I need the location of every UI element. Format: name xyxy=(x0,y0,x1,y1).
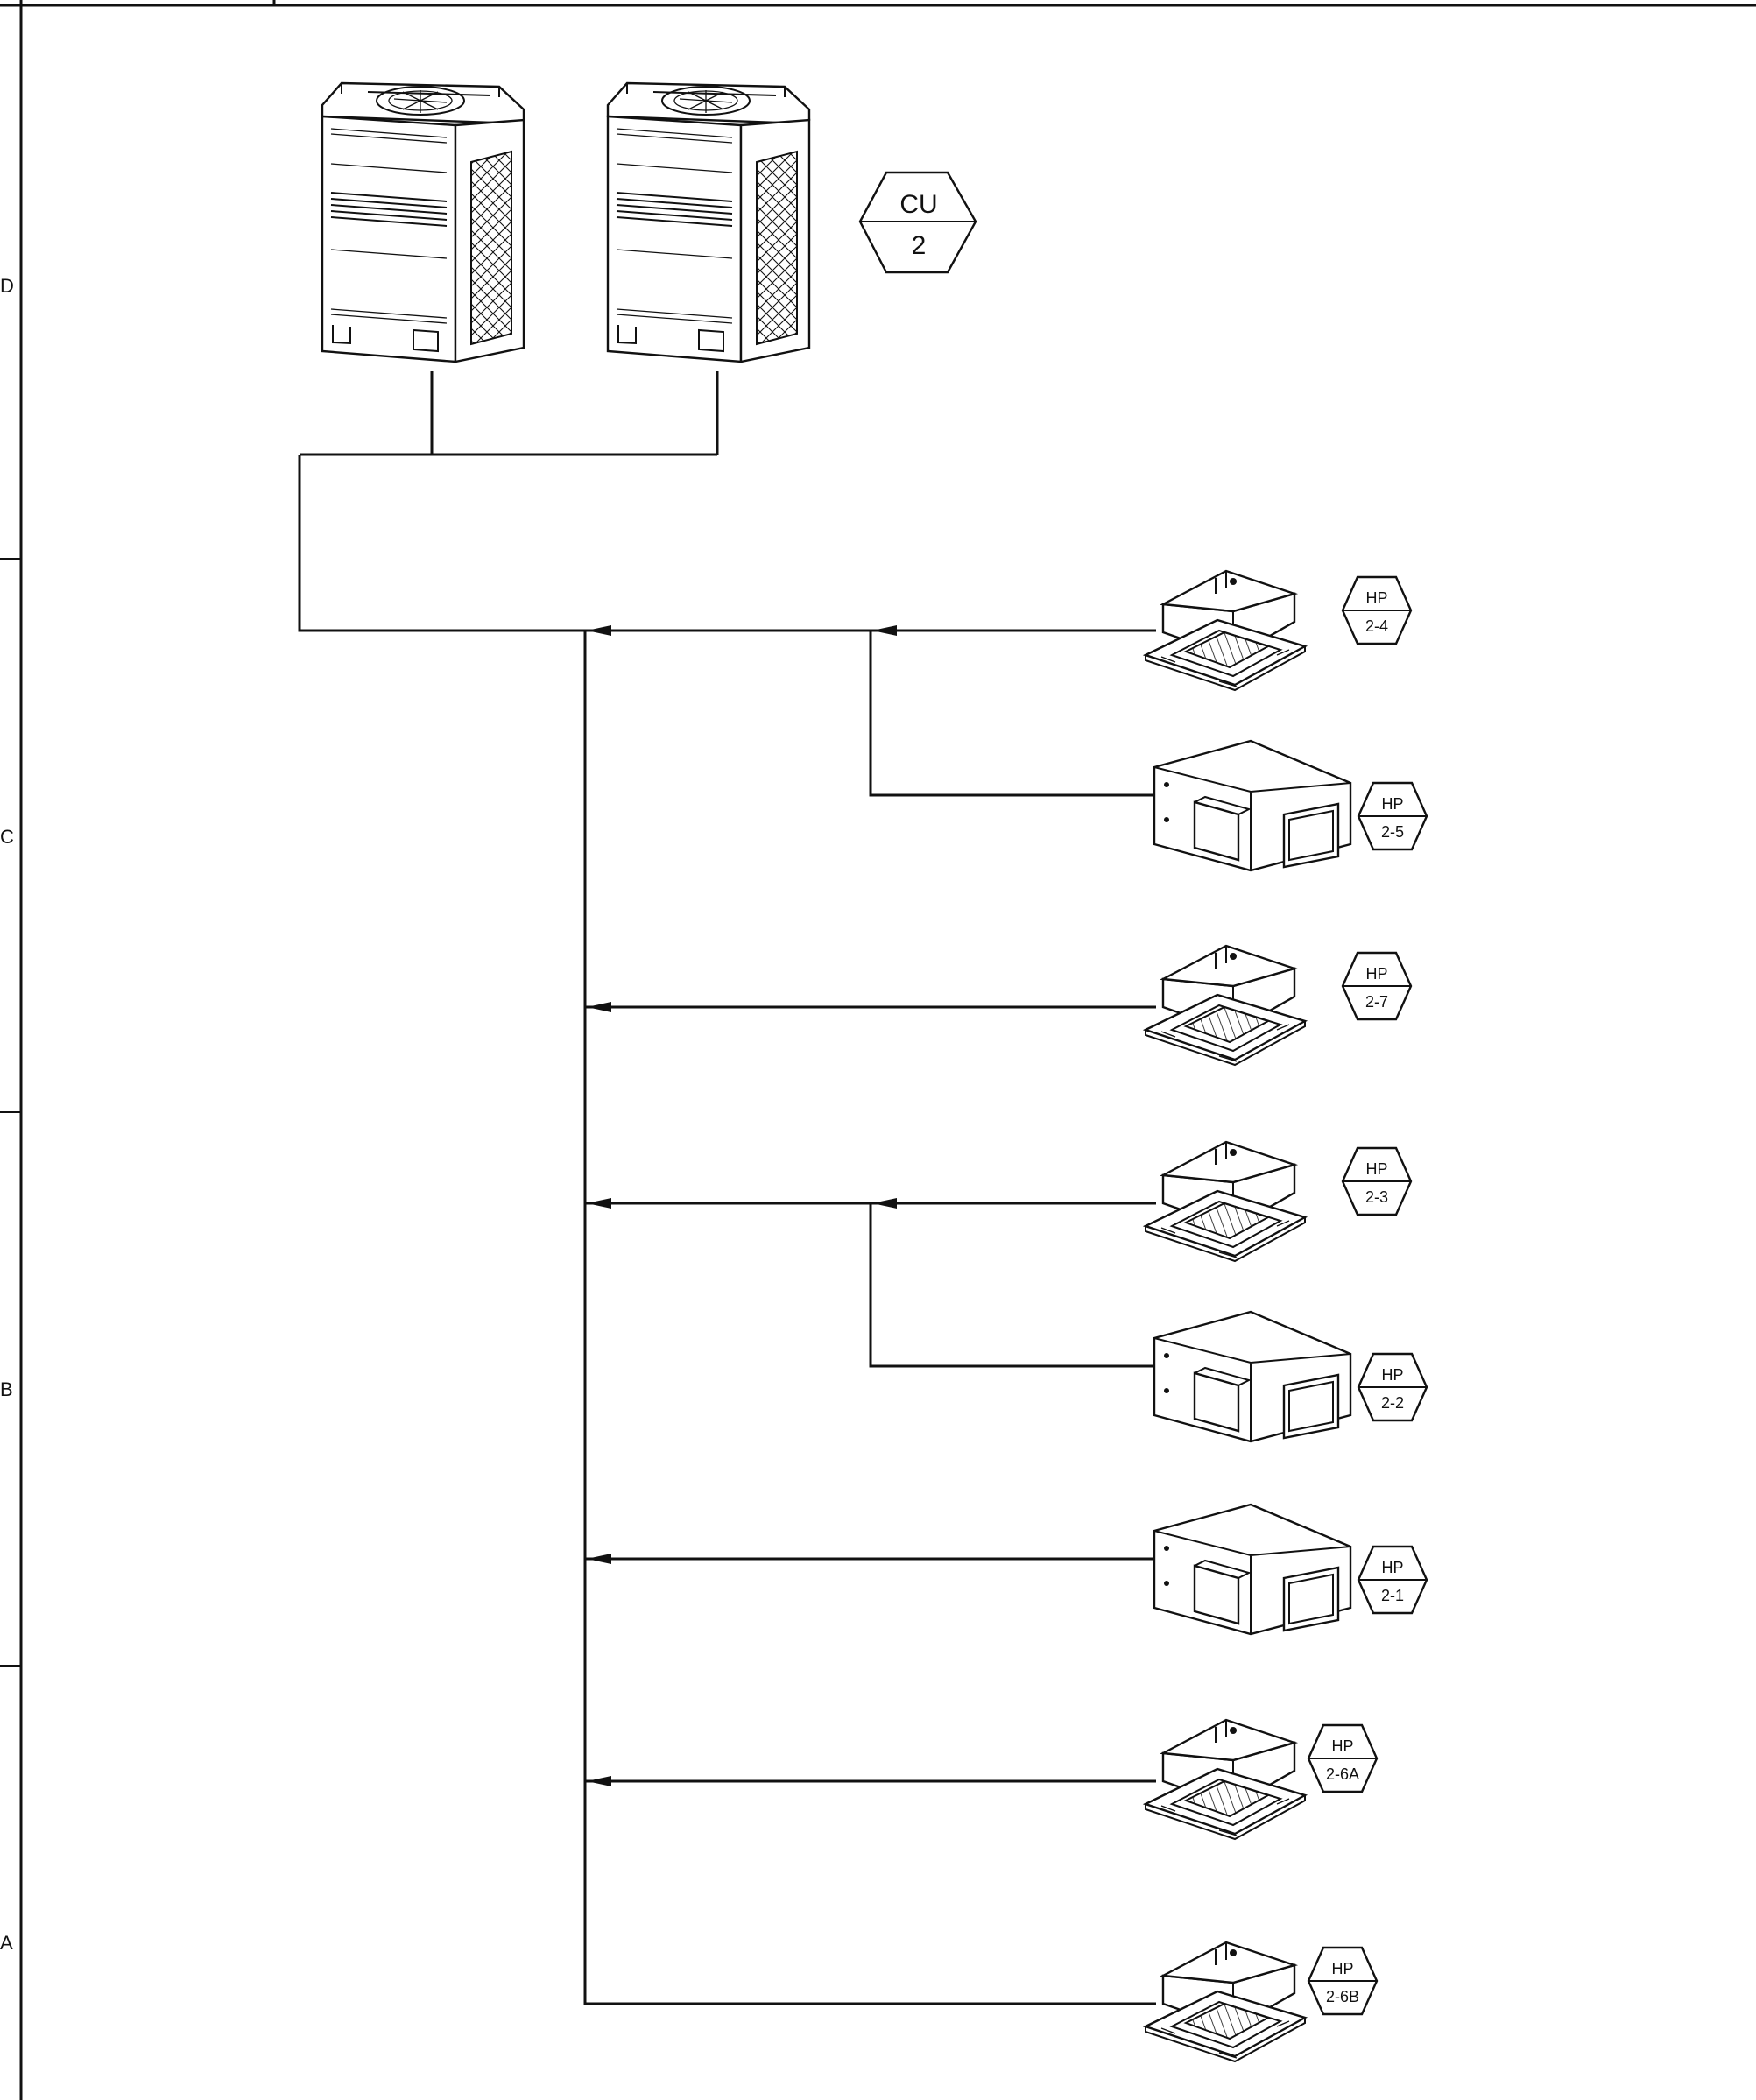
unit-tag-number: 2-6A xyxy=(1326,1765,1359,1783)
unit-tag-label: HP xyxy=(1331,1960,1353,1977)
unit-tag: HP 2-4 xyxy=(1341,575,1413,645)
unit-tag: HP 2-6B xyxy=(1307,1946,1379,2016)
flow-arrow-icon xyxy=(872,625,897,636)
cassette-unit-icon xyxy=(1144,569,1307,692)
zone-marker: D xyxy=(0,275,14,297)
zone-marker: A xyxy=(0,1932,13,1954)
unit-tag-label: HP xyxy=(1365,589,1387,607)
ducted-unit-icon xyxy=(1153,1310,1352,1443)
condensing-unit-icon xyxy=(606,81,811,363)
zone-marker: B xyxy=(0,1378,13,1400)
unit-tag-label: HP xyxy=(1381,1559,1403,1576)
unit-tag-number: 2-6B xyxy=(1326,1988,1359,2005)
cassette-unit-icon xyxy=(1144,1941,1307,2063)
cassette-unit-icon xyxy=(1144,1718,1307,1841)
flow-arrows xyxy=(587,625,897,1786)
flow-arrow-icon xyxy=(587,1554,611,1564)
unit-tag: HP 2-2 xyxy=(1357,1352,1428,1422)
unit-tag: HP 2-1 xyxy=(1357,1545,1428,1615)
flow-arrow-icon xyxy=(872,1198,897,1209)
condensing-units xyxy=(321,81,811,363)
flow-arrow-icon xyxy=(587,625,611,636)
flow-arrow-icon xyxy=(587,1776,611,1786)
unit-tag-label: HP xyxy=(1331,1737,1353,1755)
indoor-units xyxy=(1144,569,1352,2063)
condensing-unit-tag: CU 2 xyxy=(858,171,977,274)
unit-tag-label: HP xyxy=(1381,795,1403,813)
condensing-unit-icon xyxy=(321,81,525,363)
unit-tag-number: 2-2 xyxy=(1381,1394,1404,1412)
cu-tag-label: CU xyxy=(899,190,937,219)
zone-marker: C xyxy=(0,826,14,848)
zone-markers: D C B A xyxy=(0,275,14,1954)
unit-tag-number: 2-4 xyxy=(1365,617,1388,635)
unit-tag-number: 2-1 xyxy=(1381,1587,1404,1604)
unit-tag: HP 2-5 xyxy=(1357,781,1428,851)
unit-tag: HP 2-6A xyxy=(1307,1723,1379,1793)
flow-arrow-icon xyxy=(587,1002,611,1012)
ducted-unit-icon xyxy=(1153,1503,1352,1636)
refrigerant-piping xyxy=(298,371,1156,2005)
unit-tag: HP 2-3 xyxy=(1341,1146,1413,1216)
unit-tags: HP 2-4 HP 2-5 HP 2-7 HP 2-3 HP 2-2 xyxy=(1307,575,1428,2016)
unit-tag-label: HP xyxy=(1365,1160,1387,1178)
unit-tag-label: HP xyxy=(1365,965,1387,983)
cu-tag-number: 2 xyxy=(912,231,927,260)
unit-tag-number: 2-7 xyxy=(1365,993,1388,1011)
unit-tag-label: HP xyxy=(1381,1366,1403,1384)
unit-tag-number: 2-5 xyxy=(1381,823,1404,841)
ducted-unit-icon xyxy=(1153,739,1352,872)
cassette-unit-icon xyxy=(1144,944,1307,1067)
cassette-unit-icon xyxy=(1144,1140,1307,1263)
unit-tag-number: 2-3 xyxy=(1365,1188,1388,1206)
unit-tag: HP 2-7 xyxy=(1341,951,1413,1021)
flow-arrow-icon xyxy=(587,1198,611,1209)
